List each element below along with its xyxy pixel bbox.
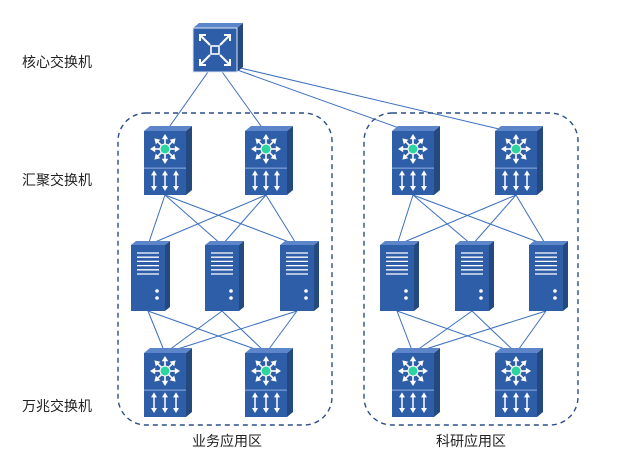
server-access-link: [396, 310, 414, 354]
aggregation-switch-icon: [398, 134, 428, 191]
server-business-3: [280, 241, 319, 311]
aggregation-server-link: [396, 194, 414, 246]
aggregation-switch-business-1: [144, 126, 192, 195]
aggregation-server-link: [265, 194, 298, 246]
network-devices: [131, 23, 568, 417]
aggregation-server-link: [471, 194, 517, 246]
aggregation-switch-business-2: [245, 126, 293, 195]
tier-label-core: 核心交换机: [22, 55, 92, 71]
access-switch-business-1: [144, 348, 192, 417]
server-access-link: [471, 310, 517, 354]
access-switch-icon: [251, 356, 281, 413]
core-switch-icon: [199, 34, 231, 66]
server-icon: [461, 252, 483, 300]
core-link: [164, 61, 216, 134]
aggregation-server-link: [147, 194, 166, 246]
server-icon: [211, 252, 233, 300]
access-switch-icon: [398, 356, 428, 413]
access-switch-research-2: [495, 348, 543, 417]
aggregation-server-link: [221, 194, 267, 246]
server-access-link: [412, 310, 547, 354]
aggregation-switch-icon: [251, 134, 281, 191]
server-access-link: [265, 310, 298, 354]
zone-research-boundary: [363, 112, 579, 426]
aggregation-server-link: [412, 194, 473, 246]
core-link: [214, 61, 517, 134]
server-access-link: [147, 310, 267, 354]
access-switch-icon: [150, 356, 180, 413]
tier-label-aggregation: 汇聚交换机: [22, 173, 92, 189]
access-switch-research-1: [392, 348, 440, 417]
server-access-link: [412, 310, 473, 354]
zone-label-business: 业务应用区: [192, 434, 262, 450]
server-icon: [535, 252, 557, 300]
server-research-3: [529, 241, 568, 311]
core-link: [214, 61, 267, 134]
server-access-link: [164, 310, 298, 354]
aggregation-switch-research-1: [392, 126, 440, 195]
server-icon: [286, 252, 308, 300]
server-business-2: [205, 241, 244, 311]
access-switch-business-2: [245, 348, 293, 417]
server-access-link: [147, 310, 166, 354]
aggregation-server-link: [396, 194, 517, 246]
server-access-link: [164, 310, 223, 354]
aggregation-switch-icon: [501, 134, 531, 191]
aggregation-switch-icon: [150, 134, 180, 191]
server-access-link: [221, 310, 267, 354]
aggregation-server-link: [164, 194, 298, 246]
server-business-1: [131, 241, 170, 311]
server-access-link: [515, 310, 547, 354]
aggregation-switch-research-2: [495, 126, 543, 195]
core-link: [214, 61, 414, 134]
zone-label-research: 科研应用区: [436, 434, 506, 450]
network-links: [147, 61, 547, 354]
server-research-1: [380, 241, 419, 311]
zone-business-boundary: [117, 112, 333, 426]
zone-boundaries: [117, 112, 579, 426]
server-icon: [386, 252, 408, 300]
server-access-link: [396, 310, 517, 354]
server-research-2: [455, 241, 494, 311]
aggregation-server-link: [147, 194, 267, 246]
core-switch: [192, 23, 243, 73]
tier-label-access: 万兆交换机: [22, 399, 92, 415]
access-switch-icon: [501, 356, 531, 413]
aggregation-server-link: [515, 194, 547, 246]
server-icon: [137, 252, 159, 300]
aggregation-server-link: [164, 194, 223, 246]
aggregation-server-link: [412, 194, 547, 246]
